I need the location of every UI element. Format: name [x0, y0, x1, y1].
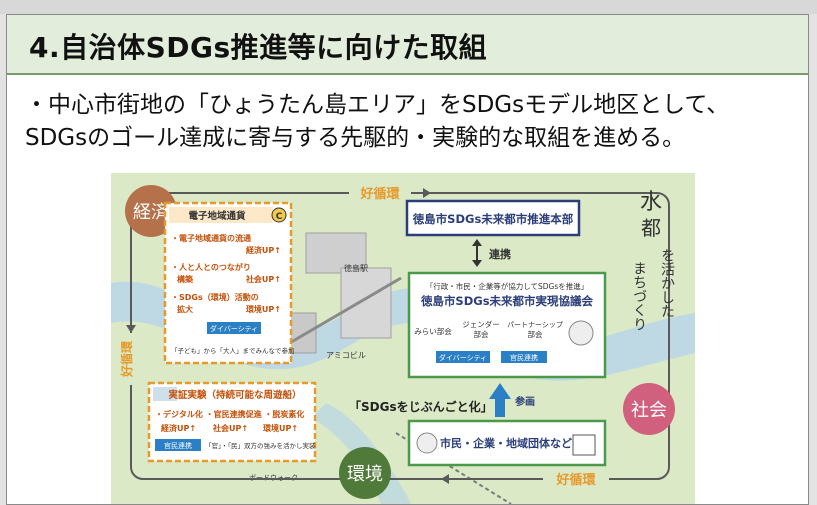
- cycle-label-bottom: 好循環: [555, 472, 596, 488]
- experiment-title: 実証実験（持続可能な周遊船）: [168, 389, 301, 401]
- currency-caption: 「子ども」から「大人」までみんなで参加: [171, 346, 295, 355]
- experiment-caption: 「官」・「民」双方の強みを活かし実装: [205, 441, 316, 450]
- map-label-building: アミコビル: [326, 351, 366, 360]
- citizens-label: 市民・企業・地域団体など: [440, 436, 572, 450]
- currency-title: 電子地域通貨: [188, 210, 246, 222]
- link-label: 連携: [489, 247, 511, 261]
- council-sub-3b: 部会: [528, 329, 543, 339]
- council-sub-2a: ジェンダー: [462, 319, 500, 329]
- slogan-line-4: まちづくり: [631, 261, 647, 331]
- cycle-arrow-top: [423, 188, 431, 198]
- currency-item-3b: 拡大: [177, 304, 193, 314]
- cycle-label-top: 好循環: [359, 186, 400, 202]
- currency-item-3a: ・SDGs（環境）活動の: [171, 292, 259, 302]
- experiment-tag: 官民連携: [164, 441, 192, 450]
- ship-icon: [153, 387, 177, 401]
- council-sub-3a: パートナーシップ: [507, 321, 563, 329]
- experiment-line-1: ・デジタル化 ・官民連携促進 ・脱炭素化: [155, 409, 304, 419]
- council-subtitle: 「行政・市民・企業等が協力してSDGsを推進」: [426, 281, 589, 291]
- council-tag-2-bg: [501, 351, 547, 363]
- building-1: [305, 232, 367, 274]
- currency-item-2b: 構築: [177, 274, 194, 284]
- citizens-people-icon: [416, 432, 438, 454]
- map-label-station: 徳島駅: [344, 263, 368, 273]
- hq-label: 徳島市SDGs未来都市推進本部: [412, 212, 574, 226]
- body-line-1: ・中心市街地の「ひょうたん島エリア」をSDGsモデル地区として、: [25, 92, 730, 118]
- page-title: 4.自治体SDGs推進等に向けた取組: [29, 31, 488, 64]
- economy-label: 経済: [133, 202, 169, 223]
- hq-box: [405, 199, 581, 237]
- currency-box: [163, 201, 293, 365]
- title-bar: 4.自治体SDGs推進等に向けた取組: [7, 15, 808, 75]
- council-sub-2b: 部会: [474, 329, 489, 339]
- slogan-char-2: 都: [641, 216, 661, 240]
- cycle-arrow-left: [126, 325, 136, 333]
- society-label: 社会: [631, 400, 667, 421]
- slogan-line-3: を活かした: [659, 248, 675, 318]
- experiment-effect-3: 環境UP↑: [263, 423, 298, 433]
- cycle-label-left: 好循環: [119, 340, 134, 378]
- sdgs-diagram: 徳島駅 アミコビル ボードウォーク 好循環 好循環 好循環 経済 社会 環境 水…: [111, 173, 695, 504]
- experiment-effect-1: 経済UP↑: [161, 423, 196, 433]
- currency-badge: C: [276, 212, 283, 222]
- currency-tag-bg: [207, 322, 261, 334]
- cycle-arrow-bottom: [441, 474, 449, 484]
- council-title: 徳島市SDGs未来都市実現協議会: [420, 294, 594, 308]
- cycle-label-left-bg: [121, 333, 141, 385]
- currency-item-1-effect: 経済UP↑: [246, 245, 281, 255]
- currency-item-2a: ・人と人とのつながり: [171, 262, 251, 272]
- cycle-label-bottom-bg: [543, 469, 609, 489]
- link-arrow-up: [472, 239, 482, 246]
- currency-item-1: ・電子地域通貨の流通: [171, 233, 251, 243]
- cycle-label-top-bg: [349, 183, 411, 203]
- participate-label: 参画: [515, 395, 535, 408]
- railway: [280, 276, 402, 350]
- society-node: [623, 383, 675, 435]
- currency-badge-icon: [271, 207, 287, 223]
- experiment-tag-bg: [155, 439, 201, 451]
- council-tag-1: ダイバーシティ: [439, 353, 487, 362]
- currency-title-bg: [169, 207, 273, 223]
- diagram-svg: 徳島駅 アミコビル ボードウォーク 好循環 好循環 好循環 経済 社会 環境 水…: [111, 173, 695, 504]
- body-text: ・中心市街地の「ひょうたん島エリア」をSDGsモデル地区として、 SDGsのゴー…: [25, 89, 795, 155]
- participate-arrow-icon: [489, 383, 511, 417]
- currency-tag: ダイバーシティ: [210, 324, 258, 333]
- own-label: 「SDGsをじぶんごと化」: [349, 399, 493, 414]
- currency-item-3-effect: 環境UP↑: [246, 304, 281, 314]
- currency-item-2-effect: 社会UP↑: [245, 274, 281, 284]
- top-strip: [0, 0, 817, 14]
- link-arrow-down: [472, 260, 482, 267]
- body-line-2: SDGsのゴール達成に寄与する先駆的・実験的な取組を進める。: [25, 125, 686, 151]
- environment-node: [339, 447, 391, 499]
- citizens-building-icon: [572, 434, 596, 456]
- experiment-effect-2: 社会UP↑: [212, 423, 248, 433]
- council-tag-2: 官民連携: [510, 353, 538, 362]
- building-2: [340, 267, 392, 339]
- environment-label: 環境: [347, 464, 383, 485]
- slide: 4.自治体SDGs推進等に向けた取組 ・中心市街地の「ひょうたん島エリア」をSD…: [6, 14, 809, 505]
- slogan-char-1: 水: [640, 190, 662, 215]
- council-tag-1-bg: [436, 351, 490, 363]
- council-sub-1: みらい部会: [414, 326, 452, 336]
- citizens-box: [407, 419, 607, 467]
- council-people-illustration: [568, 320, 594, 346]
